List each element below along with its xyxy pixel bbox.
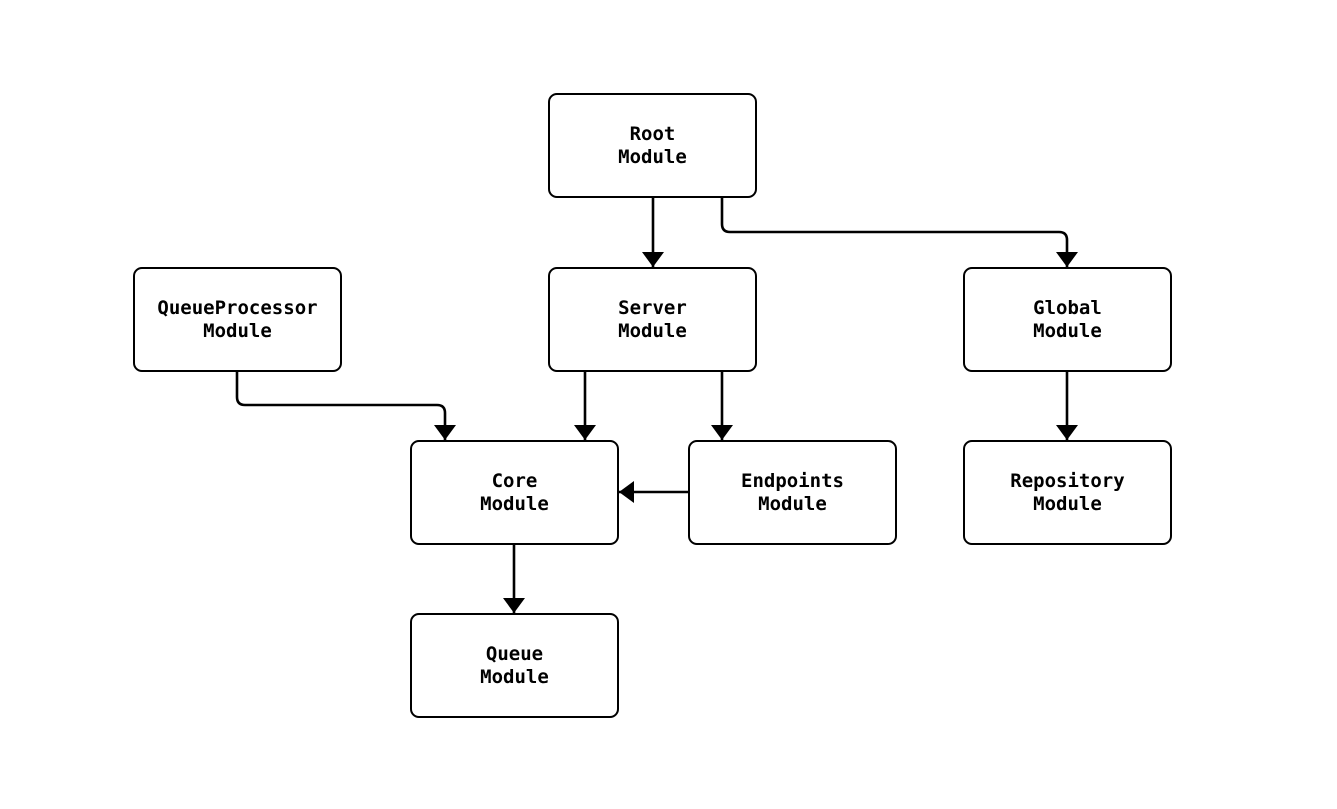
node-core-module: Core Module — [410, 440, 619, 545]
node-root-module-label: Root Module — [618, 122, 687, 168]
node-repository-module: Repository Module — [963, 440, 1172, 545]
node-queue-module: Queue Module — [410, 613, 619, 718]
edge-queueprocessor-to-core — [235, 372, 456, 440]
node-queueprocessor-module: QueueProcessor Module — [133, 267, 342, 372]
node-global-module-label: Global Module — [1033, 296, 1102, 342]
edge-root-to-global — [720, 198, 1078, 267]
node-queue-module-label: Queue Module — [480, 642, 549, 688]
node-repository-module-label: Repository Module — [1010, 469, 1125, 515]
node-queueprocessor-module-label: QueueProcessor Module — [157, 296, 318, 342]
node-endpoints-module-label: Endpoints Module — [741, 469, 844, 515]
node-endpoints-module: Endpoints Module — [688, 440, 897, 545]
node-global-module: Global Module — [963, 267, 1172, 372]
node-core-module-label: Core Module — [480, 469, 549, 515]
node-server-module: Server Module — [548, 267, 757, 372]
node-root-module: Root Module — [548, 93, 757, 198]
node-server-module-label: Server Module — [618, 296, 687, 342]
